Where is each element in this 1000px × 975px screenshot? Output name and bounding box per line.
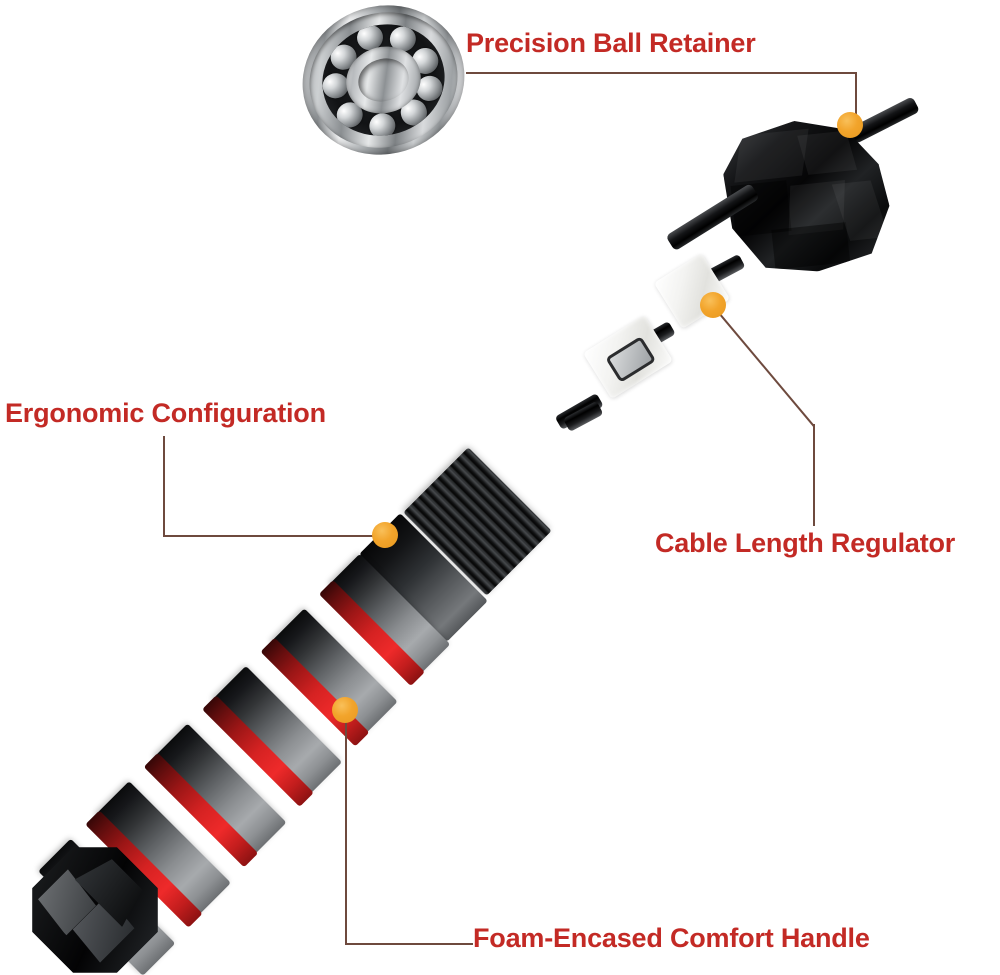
leader-line-precision-ball-retainer bbox=[855, 72, 857, 126]
leader-line-ergonomic-configuration bbox=[163, 436, 165, 536]
hotspot-foam-encased-comfort-handle[interactable] bbox=[332, 697, 358, 723]
callout-label-cable-length-regulator: Cable Length Regulator bbox=[655, 528, 956, 558]
callout-label-precision-ball-retainer: Precision Ball Retainer bbox=[466, 28, 756, 58]
ball-bearing-illustration bbox=[283, 0, 484, 175]
callout-label-ergonomic-configuration: Ergonomic Configuration bbox=[5, 398, 326, 428]
hotspot-cable-length-regulator[interactable] bbox=[700, 292, 726, 318]
leader-line-cable-length-regulator bbox=[813, 424, 815, 526]
buckle-slot bbox=[605, 336, 657, 383]
leader-line-precision-ball-retainer bbox=[466, 72, 856, 74]
hotspot-ergonomic-configuration[interactable] bbox=[372, 522, 398, 548]
callout-label-foam-encased-comfort-handle: Foam-Encased Comfort Handle bbox=[473, 923, 870, 953]
hotspot-precision-ball-retainer[interactable] bbox=[837, 112, 863, 138]
leader-line-foam-encased-comfort-handle bbox=[345, 710, 347, 944]
leader-line-cable-length-regulator bbox=[713, 306, 815, 427]
housing-facet bbox=[772, 223, 850, 270]
leader-line-foam-encased-comfort-handle bbox=[345, 943, 473, 945]
jump-rope-handle bbox=[40, 380, 660, 975]
leader-line-ergonomic-configuration bbox=[163, 535, 385, 537]
